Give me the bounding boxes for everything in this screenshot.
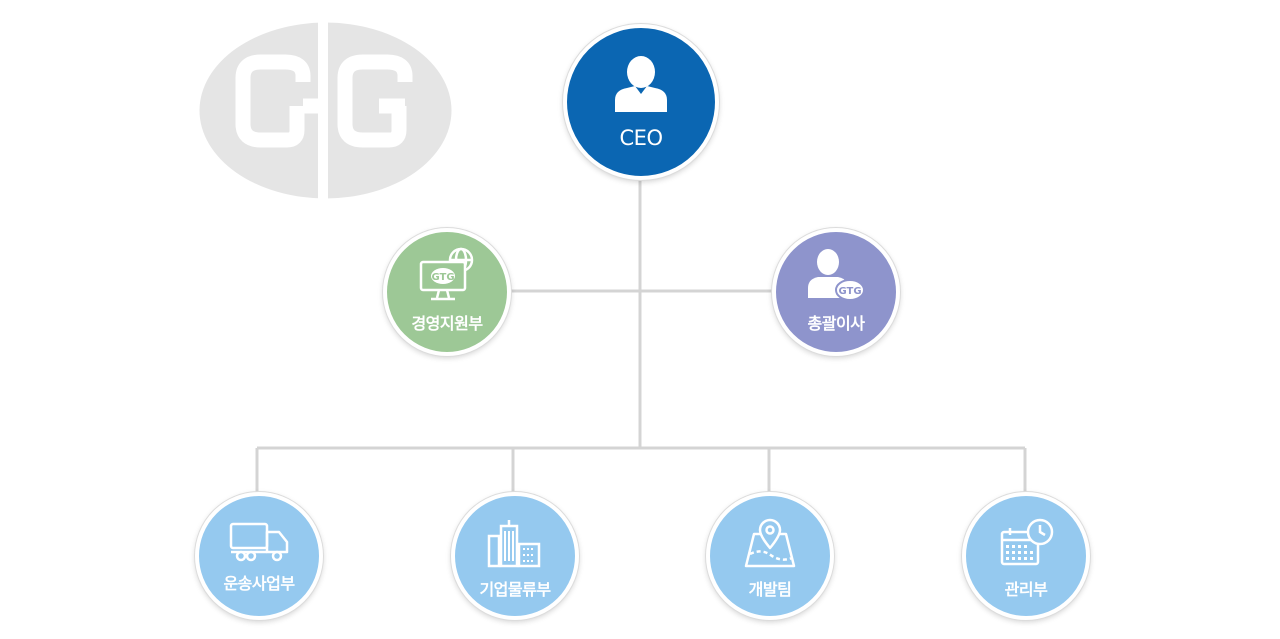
map-pin-icon: [744, 518, 796, 568]
logistics-division-label: 기업물류부: [479, 580, 551, 599]
gtg-logo: [199, 22, 452, 199]
person-icon: [615, 56, 667, 112]
administration-label: 관리부: [1004, 580, 1048, 599]
buildings-icon: [487, 520, 541, 568]
executive-director-label: 총괄이사: [807, 314, 865, 333]
org-node-management-support[interactable]: GTG 경영지원부: [383, 228, 511, 356]
transport-division-label: 운송사업부: [223, 574, 295, 593]
management-support-label: 경영지원부: [411, 314, 483, 333]
org-node-development-team[interactable]: 개발팀: [706, 492, 834, 620]
org-node-executive-director[interactable]: GTG 총괄이사: [772, 228, 900, 356]
person-badge-icon: GTG: [808, 249, 865, 301]
org-node-administration[interactable]: 관리부: [962, 492, 1090, 620]
calendar-clock-icon: [1000, 518, 1054, 566]
truck-icon: [229, 522, 289, 562]
svg-text:GTG: GTG: [431, 272, 454, 283]
org-node-ceo[interactable]: CEO: [563, 24, 719, 180]
org-node-transport-division[interactable]: 운송사업부: [195, 492, 323, 620]
svg-text:GTG: GTG: [838, 286, 861, 297]
org-node-logistics-division[interactable]: 기업물류부: [451, 492, 579, 620]
development-team-label: 개발팀: [748, 580, 792, 599]
ceo-label: CEO: [619, 126, 663, 150]
monitor-globe-icon: GTG: [419, 247, 474, 301]
